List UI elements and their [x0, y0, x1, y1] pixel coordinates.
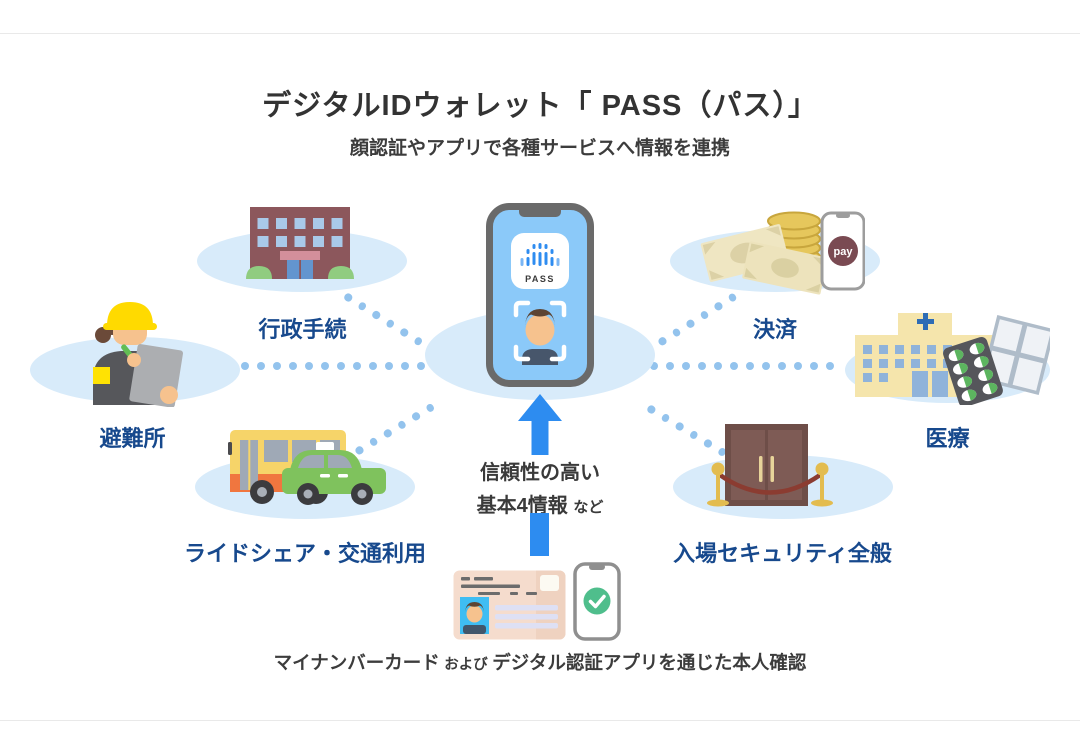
- connector-dot: [810, 362, 818, 370]
- connector-dot: [417, 362, 425, 370]
- page-title: デジタルIDウォレット「 PASS（パス）」: [262, 90, 818, 122]
- hospital-medicine-icon: [855, 313, 1050, 405]
- government-building-icon: [246, 207, 354, 279]
- node-label-iryo: 医療: [925, 426, 970, 451]
- up-arrow-icon: [518, 394, 562, 455]
- connector-dot: [401, 362, 409, 370]
- arrow-note-line1: 信頼性の高い: [480, 462, 600, 484]
- connector-dot: [666, 362, 674, 370]
- connector-dot: [241, 362, 249, 370]
- node-label-kessai: 決済: [752, 317, 798, 342]
- node-label-hinanjo: 避難所: [99, 426, 166, 451]
- connector-dot: [353, 362, 361, 370]
- connector-dot: [762, 362, 770, 370]
- connector-dot: [369, 362, 377, 370]
- node-iryo: 医療: [840, 295, 1055, 455]
- footer-part1: マイナンバーカード: [273, 652, 440, 673]
- connector-dot: [273, 362, 281, 370]
- arrow-note-line2: 基本4情報 など: [476, 495, 604, 517]
- connector-dot: [321, 362, 329, 370]
- connector-left-dots: [241, 362, 425, 370]
- connector-dot: [257, 362, 265, 370]
- connector-dot: [289, 362, 297, 370]
- connector-dot: [646, 404, 657, 415]
- footer-part3: デジタル認証アプリを通じた本人確認: [492, 652, 807, 673]
- arrow-note: 信頼性の高い 基本4情報 など: [440, 456, 640, 518]
- connector-dot: [730, 362, 738, 370]
- shelter-staff-icon: [93, 302, 183, 407]
- pay-label: pay: [834, 246, 854, 258]
- node-rideshare-kotsu: ライドシェア・交通利用: [180, 420, 430, 570]
- node-label-nyujo-security: 入場セキュリティ全般: [673, 541, 892, 566]
- connector-dot: [337, 362, 345, 370]
- connector-right-dots: [650, 362, 834, 370]
- node-label-rideshare-kotsu: ライドシェア・交通利用: [183, 541, 427, 566]
- connector-dot: [794, 362, 802, 370]
- up-arrow-shaft: [530, 513, 549, 556]
- connector-dot: [826, 362, 834, 370]
- connector-dot: [682, 362, 690, 370]
- connector-dot: [746, 362, 754, 370]
- connector-dot: [698, 362, 706, 370]
- pass-app-label: PASS: [525, 274, 555, 284]
- center-hub: PASS: [420, 195, 660, 405]
- connector-dot: [778, 362, 786, 370]
- bus-taxi-icon: [228, 430, 386, 505]
- connector-dot: [650, 362, 658, 370]
- node-kessai: pay 決済: [665, 200, 885, 345]
- connector-dot: [305, 362, 313, 370]
- footer-part2: および: [444, 657, 488, 673]
- connector-dot: [714, 362, 722, 370]
- payment-money-icon: pay: [700, 211, 865, 295]
- footer-caption: マイナンバーカード および デジタル認証アプリを通じた本人確認: [0, 649, 1080, 675]
- pass-phone-icon: PASS: [486, 203, 594, 387]
- page-subtitle: 顔認証やアプリで各種サービスへ情報を連携: [349, 138, 730, 159]
- connector-dot: [385, 362, 393, 370]
- top-divider: [0, 33, 1080, 34]
- node-hinanjo: 避難所: [25, 295, 240, 455]
- entrance-door-icon: [707, 424, 833, 507]
- mynumber-card-icon: [453, 570, 566, 640]
- node-nyujo-security: 入場セキュリティ全般: [665, 420, 900, 570]
- node-gyosei-tetsuzuki: 行政手続: [195, 200, 410, 345]
- bottom-divider: [0, 720, 1080, 721]
- node-label-gyosei-tetsuzuki: 行政手続: [258, 317, 347, 342]
- verified-phone-icon: [573, 562, 621, 641]
